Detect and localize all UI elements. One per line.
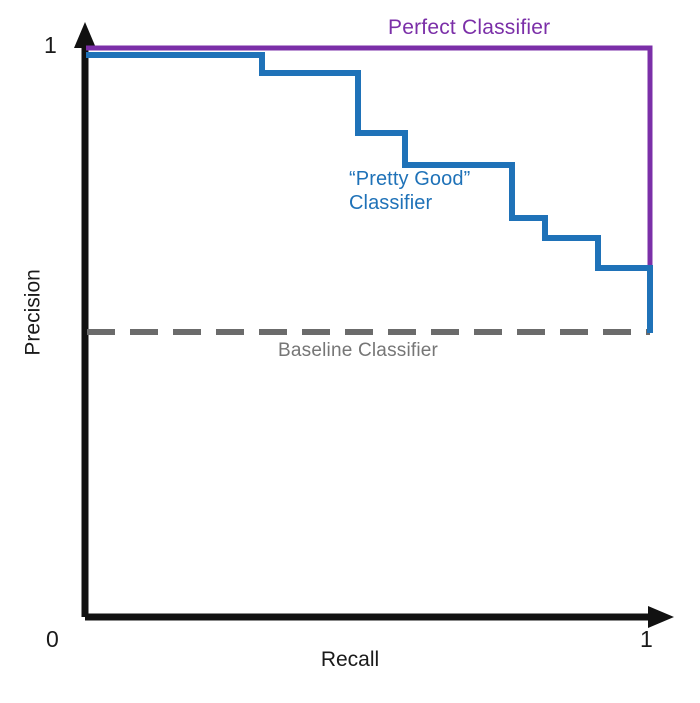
y-axis-tick-max: 1 xyxy=(44,32,57,58)
x-axis-tick-min: 0 xyxy=(46,626,59,652)
baseline-classifier-label: Baseline Classifier xyxy=(278,340,439,361)
x-axis-arrowhead xyxy=(648,606,674,628)
pretty-good-label-line2: Classifier xyxy=(349,191,433,214)
y-axis-arrowhead xyxy=(74,22,96,48)
pretty-good-classifier-line xyxy=(86,52,653,333)
x-axis-title: Recall xyxy=(320,648,380,671)
pretty-good-label-line1: “Pretty Good” xyxy=(349,168,471,190)
axis-group xyxy=(74,22,674,628)
pretty-good-classifier-label: “Pretty Good”Classifier xyxy=(349,168,470,215)
y-axis-title: Precision xyxy=(21,269,45,356)
perfect-classifier-label: Perfect Classifier xyxy=(388,16,551,39)
perfect-classifier-line xyxy=(86,45,653,332)
x-axis-tick-max: 1 xyxy=(640,626,653,652)
